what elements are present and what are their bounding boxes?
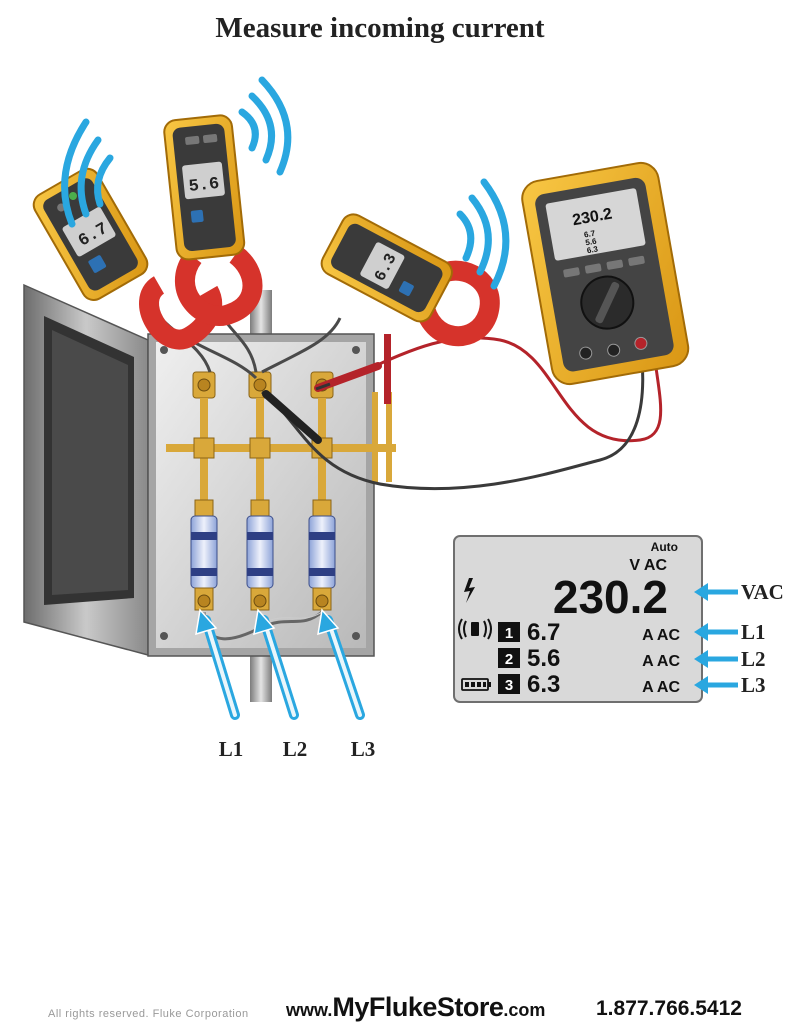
footer-website-link[interactable]: www.MyFlukeStore.com bbox=[286, 992, 545, 1023]
red-rod bbox=[384, 334, 391, 404]
screw-icon bbox=[160, 346, 168, 354]
arrow-icon bbox=[694, 650, 708, 668]
row-value-3: 6.3 bbox=[527, 671, 560, 698]
meter-screen-main: 230.2 bbox=[571, 206, 613, 230]
row-value-1: 6.7 bbox=[527, 619, 560, 646]
arrow-icon bbox=[253, 608, 276, 636]
row-unit-1: A AC bbox=[642, 627, 680, 644]
electrical-enclosure bbox=[23, 283, 396, 702]
arrow-icon bbox=[694, 583, 708, 601]
row-index-2: 2 bbox=[505, 651, 513, 668]
battery-icon bbox=[461, 678, 491, 691]
callout-l2: L2 bbox=[741, 647, 766, 671]
row-unit-3: A AC bbox=[642, 679, 680, 696]
footer-phone[interactable]: 1.877.766.5412 bbox=[596, 997, 742, 1020]
lightning-icon bbox=[464, 578, 475, 603]
footer-www: www. bbox=[286, 1000, 333, 1020]
wireless-signal-icon bbox=[456, 178, 510, 290]
phase-label-l2: L2 bbox=[283, 737, 308, 761]
arrow-icon bbox=[195, 608, 218, 636]
phase-arrows bbox=[195, 608, 365, 720]
footer-legal-text: All rights reserved. Fluke Corporation bbox=[48, 1008, 249, 1020]
phase-label-l1: L1 bbox=[219, 737, 244, 761]
test-leads bbox=[261, 336, 663, 491]
bus-bar-side bbox=[372, 392, 378, 482]
input-jack bbox=[607, 343, 621, 357]
screw-icon bbox=[160, 632, 168, 640]
arrow-icon bbox=[694, 676, 708, 694]
meter-screen-row-1: 6.7 bbox=[583, 229, 596, 240]
input-jack bbox=[634, 336, 648, 350]
page-title: Measure incoming current bbox=[215, 12, 545, 44]
clamp-reading-l2: 5.6 bbox=[188, 175, 220, 197]
clamp-meter-l2[interactable]: 5.6 bbox=[163, 114, 263, 326]
bus-bar-side bbox=[386, 392, 392, 482]
digital-multimeter[interactable]: 230.2 6.7 5.6 6.3 bbox=[519, 160, 691, 387]
conduit-bottom bbox=[250, 650, 272, 702]
footer: All rights reserved. Fluke Corporation w… bbox=[0, 992, 808, 1028]
meter-screen-row-3: 6.3 bbox=[586, 244, 599, 255]
phase-column-l2 bbox=[246, 371, 274, 611]
row-index-3: 3 bbox=[505, 677, 513, 694]
screw-icon bbox=[352, 632, 360, 640]
callout-l3: L3 bbox=[741, 673, 766, 697]
screw-icon bbox=[352, 346, 360, 354]
meter-screen-row-2: 5.6 bbox=[585, 237, 598, 248]
wireless-signal-icon bbox=[61, 118, 114, 228]
phase-column-l1 bbox=[190, 371, 218, 611]
clamp-meter-l3[interactable]: 6.3 bbox=[317, 209, 501, 349]
main-unit: V AC bbox=[629, 557, 667, 574]
footer-tld: .com bbox=[503, 1000, 546, 1020]
radio-signal-icon bbox=[458, 618, 492, 640]
wireless-signal-icon bbox=[238, 76, 292, 176]
arrow-icon bbox=[317, 608, 340, 636]
diagram-illustration: 6.7 5.6 6.3 bbox=[23, 76, 784, 761]
row-value-2: 5.6 bbox=[527, 645, 560, 672]
enlarged-display: Auto V AC 230.2 1 6.7 A AC 2 5.6 bbox=[453, 535, 703, 703]
input-jack bbox=[579, 346, 593, 360]
callout-l1: L1 bbox=[741, 620, 766, 644]
callout-vac: VAC bbox=[741, 580, 784, 604]
arrow-icon bbox=[694, 623, 708, 641]
row-unit-2: A AC bbox=[642, 653, 680, 670]
row-index-1: 1 bbox=[505, 625, 513, 642]
callout-arrows bbox=[694, 583, 738, 694]
main-value: 230.2 bbox=[553, 571, 668, 623]
phase-label-l3: L3 bbox=[351, 737, 376, 761]
footer-brand: MyFlukeStore bbox=[332, 992, 504, 1022]
door-window-inner bbox=[52, 330, 128, 595]
bus-bar bbox=[166, 444, 396, 452]
auto-range-label: Auto bbox=[651, 540, 678, 554]
